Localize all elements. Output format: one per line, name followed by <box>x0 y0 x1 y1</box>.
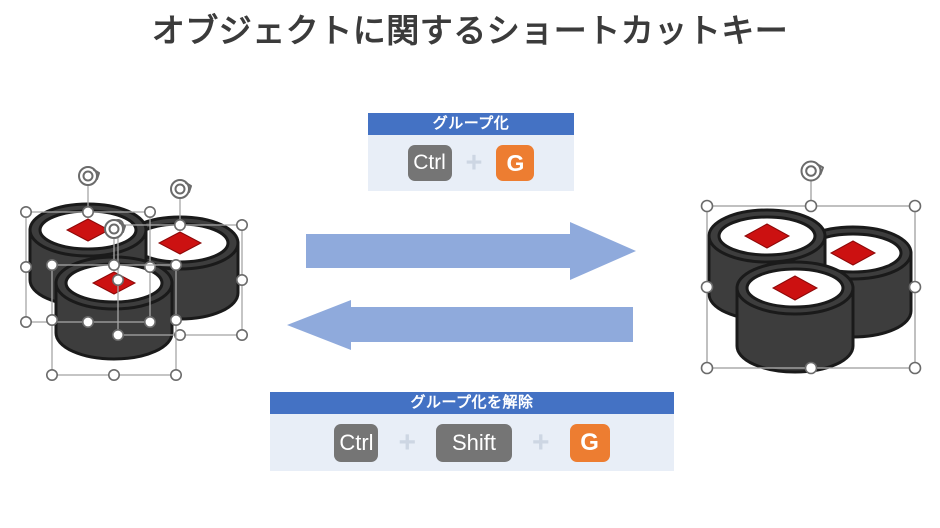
panel-header-group: グループ化 <box>368 113 574 135</box>
plus-separator: + <box>532 425 550 459</box>
key-ctrl[interactable]: Ctrl <box>407 145 452 181</box>
selection-handle[interactable] <box>174 219 186 231</box>
selection-handle[interactable] <box>908 361 922 375</box>
sushi-roll-front <box>735 260 855 374</box>
selection-handle[interactable] <box>700 361 714 375</box>
sushi-roll-front <box>54 255 174 361</box>
selection-handle[interactable] <box>236 273 248 287</box>
selection-handle[interactable] <box>108 258 120 272</box>
panel-body-group: Ctrl + G <box>368 135 574 191</box>
selection-handle[interactable] <box>45 313 59 327</box>
arrow-left-icon <box>287 300 633 350</box>
selection-handle[interactable] <box>908 199 922 213</box>
selection-handle[interactable] <box>108 368 120 382</box>
selection-frame-back-right[interactable] <box>112 179 248 342</box>
selection-frame-group[interactable] <box>700 160 922 375</box>
rotation-handle-icon[interactable] <box>78 166 100 186</box>
selection-handle[interactable] <box>908 280 922 294</box>
panel-body-ungroup: Ctrl + Shift + G <box>270 414 674 471</box>
key-g[interactable]: G <box>569 423 610 462</box>
key-shift[interactable]: Shift <box>436 423 512 462</box>
selection-handle[interactable] <box>45 258 59 272</box>
selection-handle[interactable] <box>144 315 156 329</box>
selection-handle[interactable] <box>112 328 124 342</box>
selection-handle[interactable] <box>170 313 182 327</box>
selection-frame-back-left[interactable] <box>20 166 156 329</box>
selection-handle[interactable] <box>45 368 59 382</box>
selection-handle[interactable] <box>700 199 714 213</box>
selection-handle[interactable] <box>236 328 248 342</box>
selection-handle[interactable] <box>700 280 714 294</box>
selection-handle[interactable] <box>82 315 94 329</box>
sushi-grouped-illustration <box>700 160 922 375</box>
arrow-right-icon <box>306 222 636 280</box>
sushi-ungrouped-illustration <box>20 166 248 382</box>
page-title: オブジェクトに関するショートカットキー <box>151 12 789 49</box>
shortcut-panel-ungroup: グループ化を解除 Ctrl + Shift + G <box>270 392 674 471</box>
shortcut-panel-group: グループ化 Ctrl + G <box>368 113 574 191</box>
key-g[interactable]: G <box>496 145 535 181</box>
selection-handle[interactable] <box>82 206 94 218</box>
selection-handle[interactable] <box>170 258 182 272</box>
key-ctrl[interactable]: Ctrl <box>334 423 379 462</box>
plus-separator: + <box>398 425 416 459</box>
selection-handle[interactable] <box>804 199 818 213</box>
selection-handle[interactable] <box>170 368 182 382</box>
selection-handle[interactable] <box>20 260 33 274</box>
rotation-handle-icon[interactable] <box>800 160 824 182</box>
selection-handle[interactable] <box>144 206 156 218</box>
selection-handle[interactable] <box>112 273 124 287</box>
selection-handle[interactable] <box>20 206 33 218</box>
rotation-handle-icon[interactable] <box>170 179 192 199</box>
plus-separator: + <box>465 146 483 179</box>
selection-handle[interactable] <box>804 361 818 375</box>
selection-handle[interactable] <box>20 315 33 329</box>
selection-handle[interactable] <box>236 219 248 231</box>
selection-handle[interactable] <box>144 260 156 274</box>
panel-header-ungroup: グループ化を解除 <box>270 392 674 414</box>
selection-frame-front[interactable] <box>45 219 182 382</box>
